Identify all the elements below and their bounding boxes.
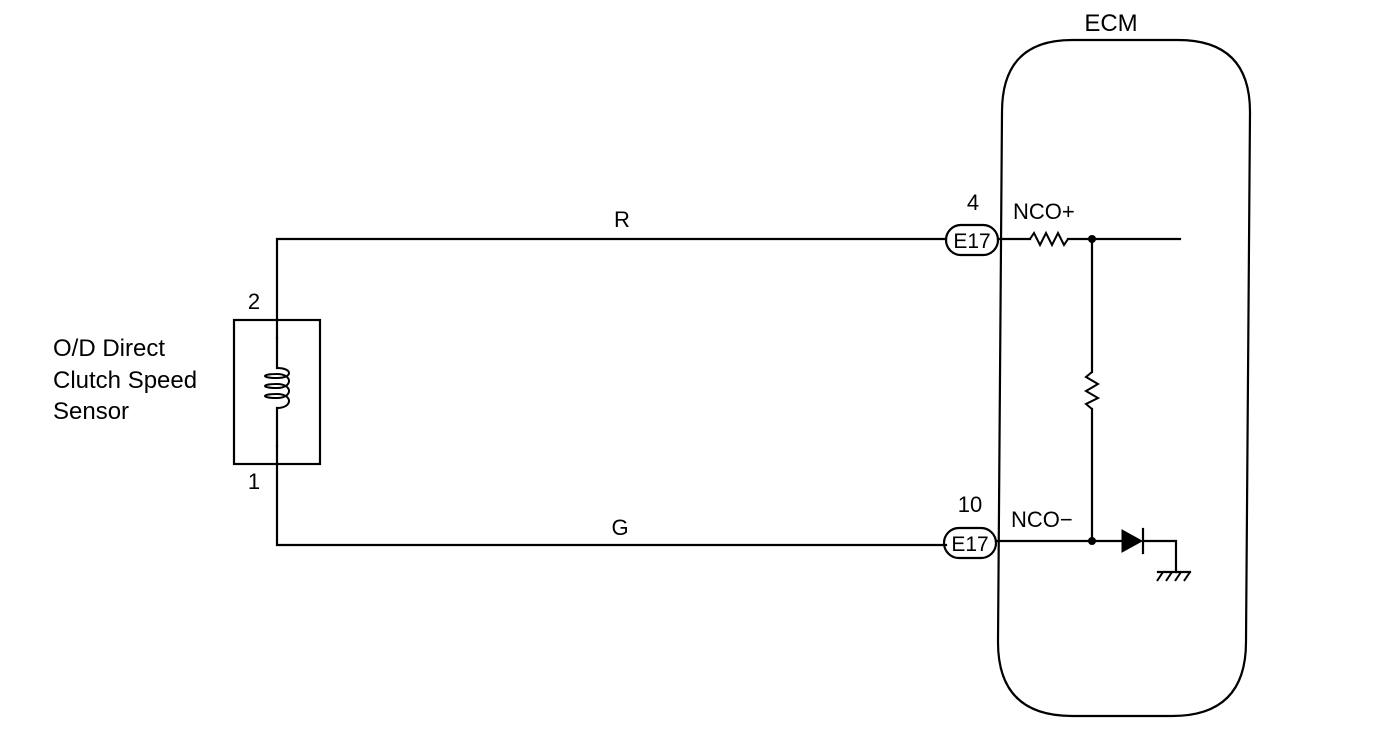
ecm-pin-4: 4 <box>967 190 979 215</box>
ecm-title: ECM <box>1084 10 1137 37</box>
connector-e17-bottom-label: E17 <box>951 533 988 556</box>
ecm-pin-10: 10 <box>958 492 982 517</box>
connector-e17-top-label: E17 <box>953 230 990 253</box>
coil-icon <box>264 336 290 448</box>
wire-g <box>275 444 948 547</box>
wire-r-label: R <box>614 207 630 232</box>
ground-icon <box>1156 570 1192 582</box>
diode-icon <box>1121 527 1145 555</box>
ground-wire <box>1141 539 1178 574</box>
wire-g-label: G <box>611 515 628 540</box>
sensor-pin-1: 1 <box>248 469 260 494</box>
sensor-label-line-2: Clutch Speed <box>53 367 197 394</box>
nco-plus-label: NCO+ <box>1013 199 1075 224</box>
sensor-label-line-1: O/D Direct <box>53 335 165 362</box>
ecm-box <box>996 38 1252 718</box>
sensor-label-line-3: Sensor <box>53 398 129 425</box>
resistor-top-icon <box>1029 230 1069 248</box>
wire-r <box>275 237 948 340</box>
nco-minus-label: NCO− <box>1011 507 1073 532</box>
sensor-pin-2: 2 <box>248 289 260 314</box>
resistor-middle-icon <box>1084 371 1101 410</box>
connector-e17-bottom <box>942 526 998 560</box>
